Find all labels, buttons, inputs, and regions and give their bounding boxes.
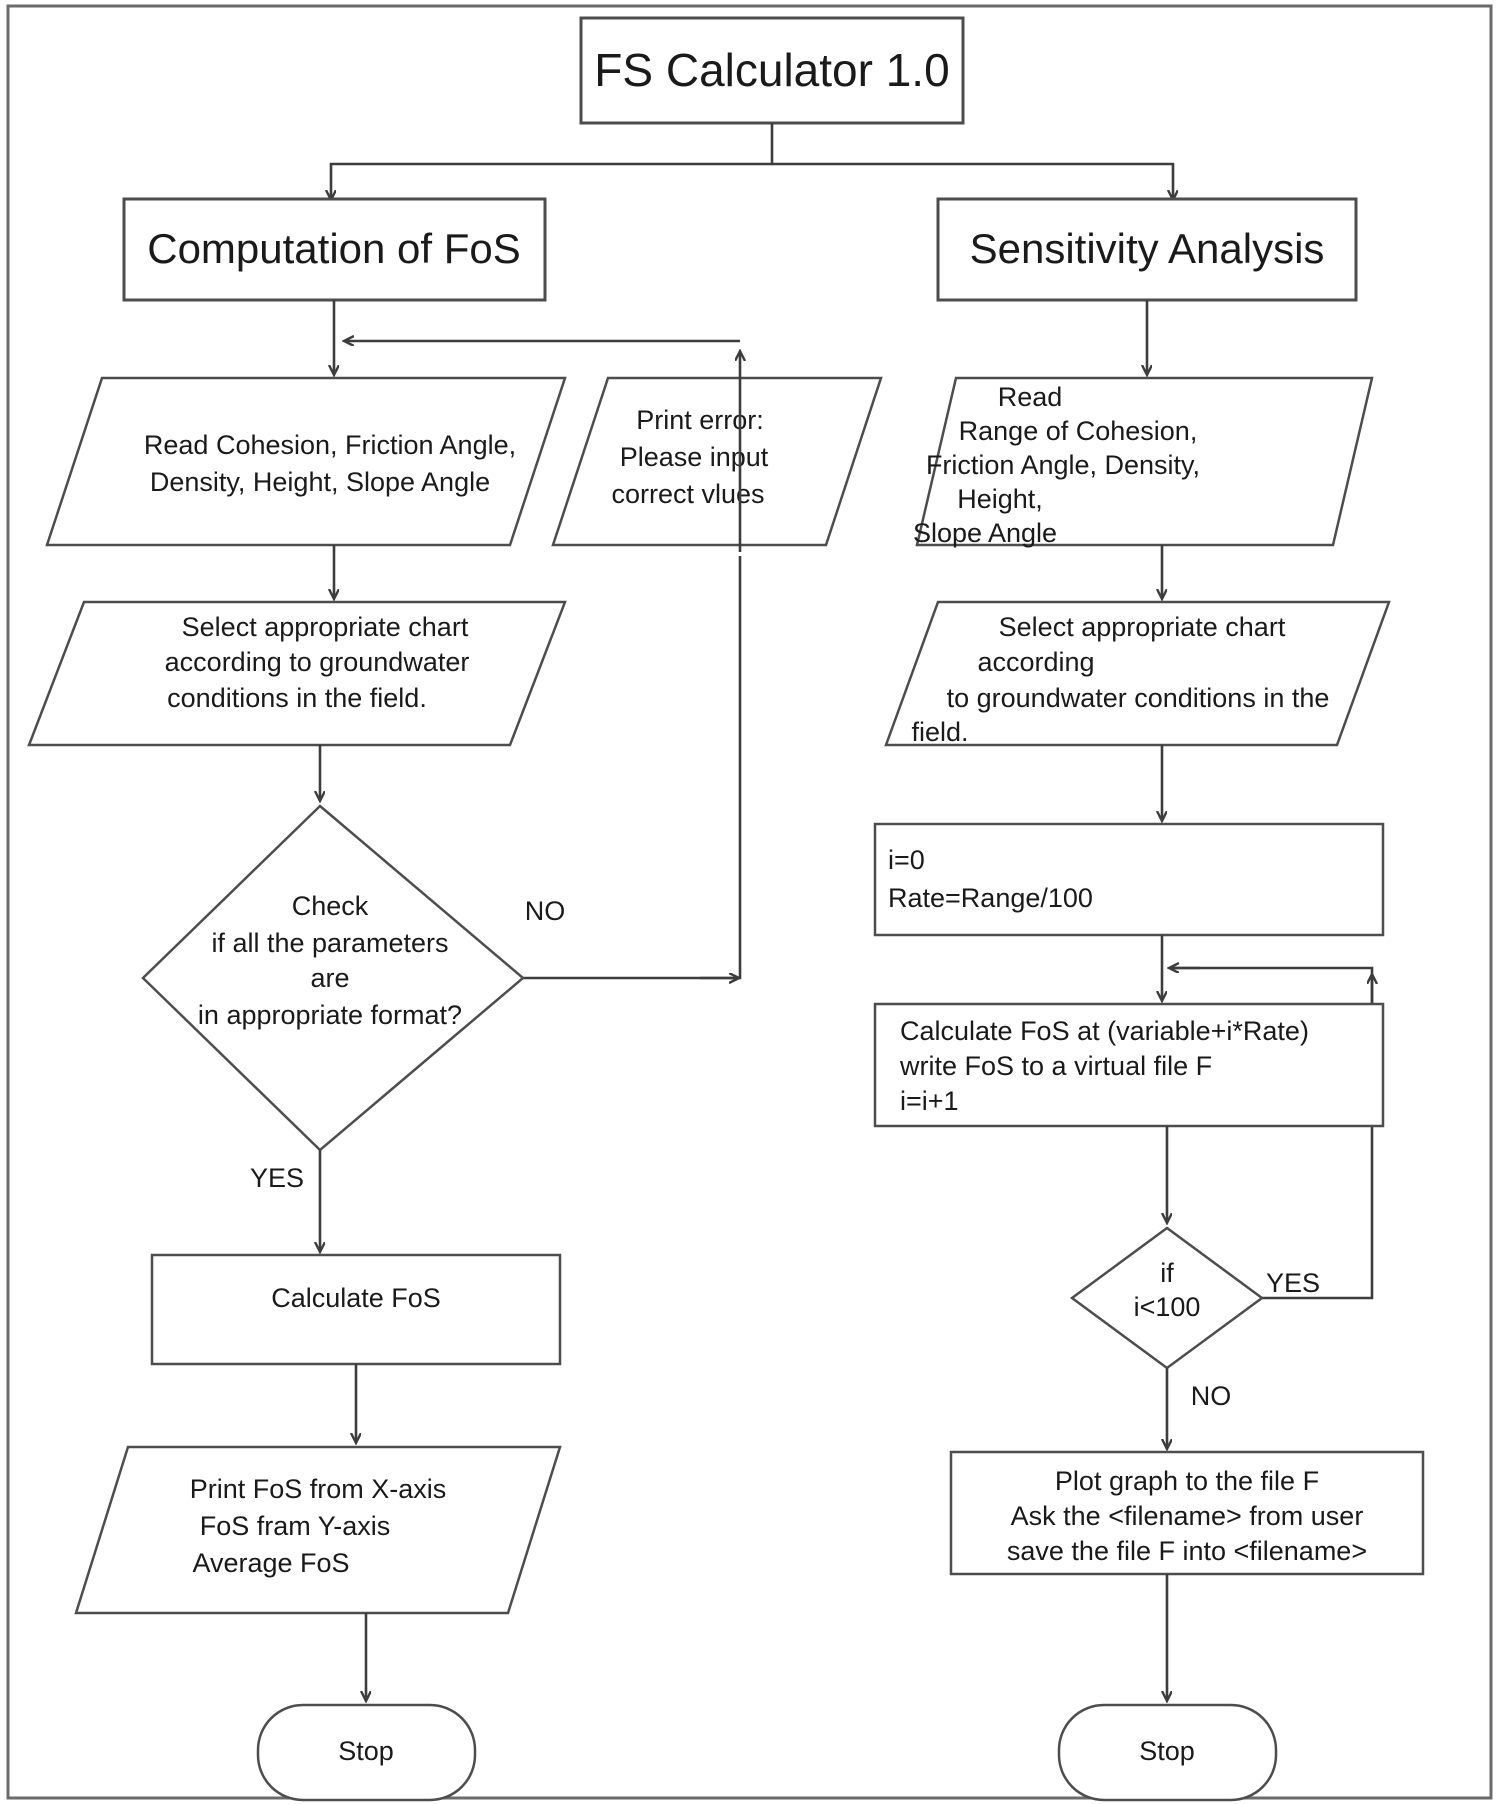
plot-line1: Plot graph to the file F (1055, 1466, 1319, 1496)
right-decision-no-label: NO (1191, 1381, 1232, 1411)
loop-decision-line1: if (1160, 1258, 1174, 1288)
read-ranges-line1: Read (998, 382, 1063, 412)
node-read-ranges (915, 376, 1374, 547)
node-stop-right (1057, 1703, 1278, 1802)
print-results-line3: Average FoS (192, 1548, 349, 1578)
select-chart-right-line2: according (977, 647, 1094, 677)
check-decision-line2: if all the parameters (211, 928, 448, 958)
print-results-line2: FoS fram Y-axis (200, 1511, 391, 1541)
sensitivity-analysis-label: Sensitivity Analysis (970, 225, 1325, 272)
title-text: FS Calculator 1.0 (594, 44, 949, 96)
plot-line2: Ask the <filename> from user (1011, 1501, 1364, 1531)
read-ranges-line3: Friction Angle, Density, (926, 450, 1200, 480)
stop-right-label: Stop (1139, 1736, 1195, 1766)
connector-title-to-left (331, 123, 774, 199)
node-print-results (74, 1445, 562, 1615)
node-init (873, 822, 1385, 937)
read-ranges-line5: Slope Angle (913, 518, 1057, 548)
print-error-line1: Print error: (636, 405, 764, 435)
node-loop-body (873, 1002, 1385, 1128)
select-chart-left-line3: conditions in the field. (167, 683, 427, 713)
left-decision-no-label: NO (525, 896, 566, 926)
init-line1: i=0 (888, 845, 925, 875)
select-chart-left-line1: Select appropriate chart (182, 612, 469, 642)
calculate-fos-label: Calculate FoS (271, 1283, 441, 1313)
loop-body-line1: Calculate FoS at (variable+i*Rate) (900, 1016, 1309, 1046)
node-select-chart-left (27, 600, 567, 747)
loop-decision-line2: i<100 (1134, 1292, 1201, 1322)
node-stop-left (256, 1703, 477, 1802)
read-inputs-line2: Density, Height, Slope Angle (150, 467, 490, 497)
node-calculate-fos (150, 1253, 562, 1366)
connector-loop-back (1173, 966, 1374, 1300)
page-border (6, 4, 1493, 1800)
check-decision-line3: are (310, 963, 349, 993)
stop-left-label: Stop (338, 1736, 394, 1766)
select-chart-right-line4: field. (911, 717, 968, 747)
loop-body-line2: write FoS to a virtual file F (899, 1051, 1212, 1081)
loop-body-line3: i=i+1 (900, 1086, 959, 1116)
left-decision-yes-label: YES (250, 1163, 304, 1193)
print-results-line1: Print FoS from X-axis (190, 1474, 447, 1504)
read-inputs-line1: Read Cohesion, Friction Angle, (144, 430, 516, 460)
read-ranges-line2: Range of Cohesion, (959, 416, 1198, 446)
node-select-chart-right (884, 600, 1391, 747)
select-chart-right-line3: to groundwater conditions in the (947, 683, 1330, 713)
select-chart-right-line1: Select appropriate chart (999, 612, 1286, 642)
select-chart-left-line2: according to groundwater (165, 647, 470, 677)
check-decision-line1: Check (292, 891, 369, 921)
node-sensitivity-analysis (936, 197, 1358, 302)
read-ranges-line4: Height, (957, 484, 1043, 514)
print-error-line2: Please input (620, 442, 769, 472)
node-plot-graph (949, 1450, 1425, 1576)
node-print-error (551, 376, 883, 547)
connector-title-to-right (772, 162, 1173, 199)
print-error-line3: correct vlues (611, 479, 764, 509)
node-read-inputs (45, 376, 567, 547)
right-decision-yes-label: YES (1266, 1268, 1320, 1298)
node-computation-of-fos (122, 197, 547, 302)
plot-line3: save the file F into <filename> (1007, 1536, 1367, 1566)
init-line2: Rate=Range/100 (888, 883, 1093, 913)
check-decision-line4: in appropriate format? (198, 1000, 462, 1030)
computation-of-fos-label: Computation of FoS (147, 225, 521, 272)
